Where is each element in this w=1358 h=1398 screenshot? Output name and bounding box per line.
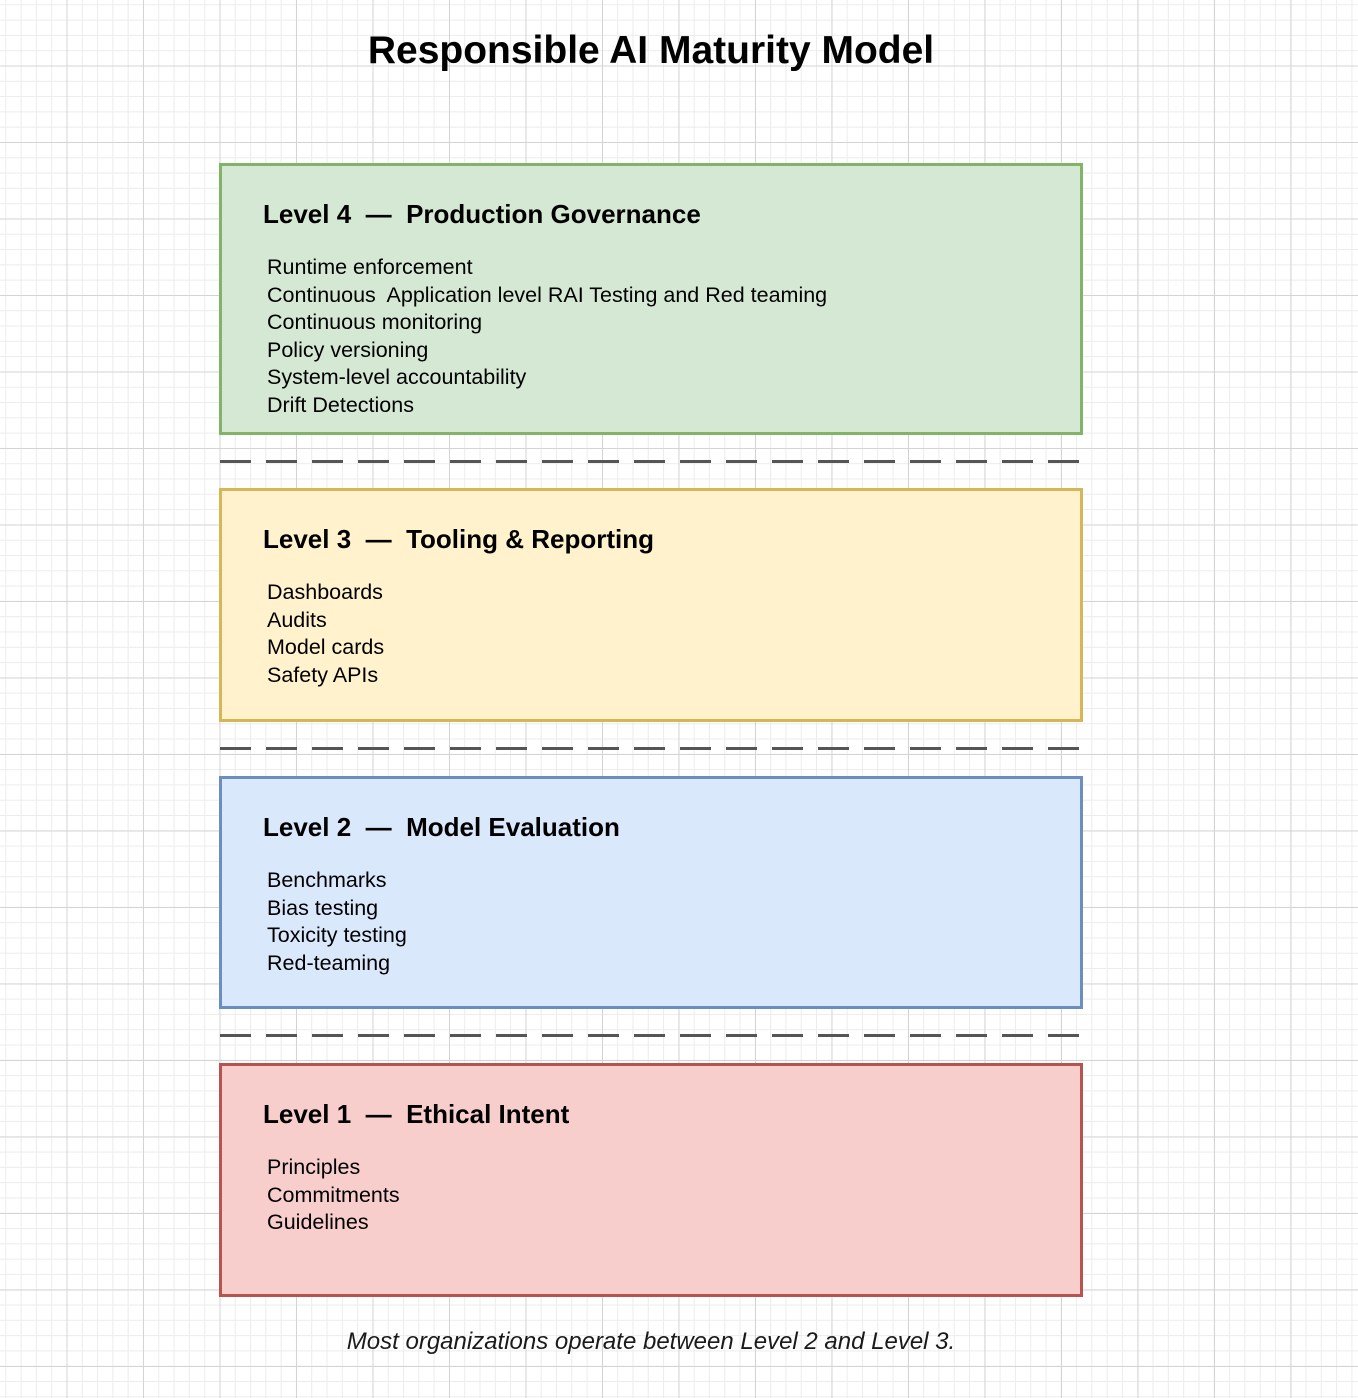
level-item: Audits xyxy=(267,607,327,632)
level-item: System-level accountability xyxy=(267,365,527,390)
level-4-heading: Level 4 — Production Governance xyxy=(263,199,701,229)
level-item: Continuous Application level RAI Testing… xyxy=(267,282,828,307)
level-1-heading: Level 1 — Ethical Intent xyxy=(263,1099,570,1129)
level-item: Bias testing xyxy=(267,895,379,920)
level-1-items: Principles Commitments Guidelines xyxy=(267,1154,1080,1237)
level-4-items: Runtime enforcement Continuous Applicati… xyxy=(267,254,1080,420)
dashed-separator xyxy=(220,460,1079,463)
footnote: Most organizations operate between Level… xyxy=(346,1328,956,1355)
level-item: Principles xyxy=(267,1155,361,1179)
level-3-heading: Level 3 — Tooling & Reporting xyxy=(263,524,654,554)
dashed-separator xyxy=(220,747,1079,750)
level-4-box: Level 4 — Production Governance Runtime … xyxy=(219,163,1083,435)
level-item: Commitments xyxy=(267,1182,400,1207)
level-3-items: Dashboards Audits Model cards Safety API… xyxy=(267,579,1080,689)
level-3-box: Level 3 — Tooling & Reporting Dashboards… xyxy=(219,488,1083,722)
diagram-title: Responsible AI Maturity Model xyxy=(367,29,935,72)
level-item: Red-teaming xyxy=(267,950,391,975)
level-item: Dashboards xyxy=(267,580,383,604)
level-2-items: Benchmarks Bias testing Toxicity testing… xyxy=(267,867,1080,977)
level-item: Runtime enforcement xyxy=(267,255,473,279)
level-item: Model cards xyxy=(267,635,385,660)
level-item: Continuous monitoring xyxy=(267,310,483,335)
level-item: Policy versioning xyxy=(267,337,429,362)
level-item: Guidelines xyxy=(267,1210,369,1235)
level-item: Drift Detections xyxy=(267,392,414,417)
level-item: Safety APIs xyxy=(267,662,379,687)
level-item: Benchmarks xyxy=(267,868,387,892)
level-2-heading: Level 2 — Model Evaluation xyxy=(263,812,620,842)
level-1-box: Level 1 — Ethical Intent Principles Comm… xyxy=(219,1063,1083,1297)
dashed-separator xyxy=(220,1034,1079,1037)
level-item: Toxicity testing xyxy=(267,923,407,948)
level-2-box: Level 2 — Model Evaluation Benchmarks Bi… xyxy=(219,776,1083,1009)
